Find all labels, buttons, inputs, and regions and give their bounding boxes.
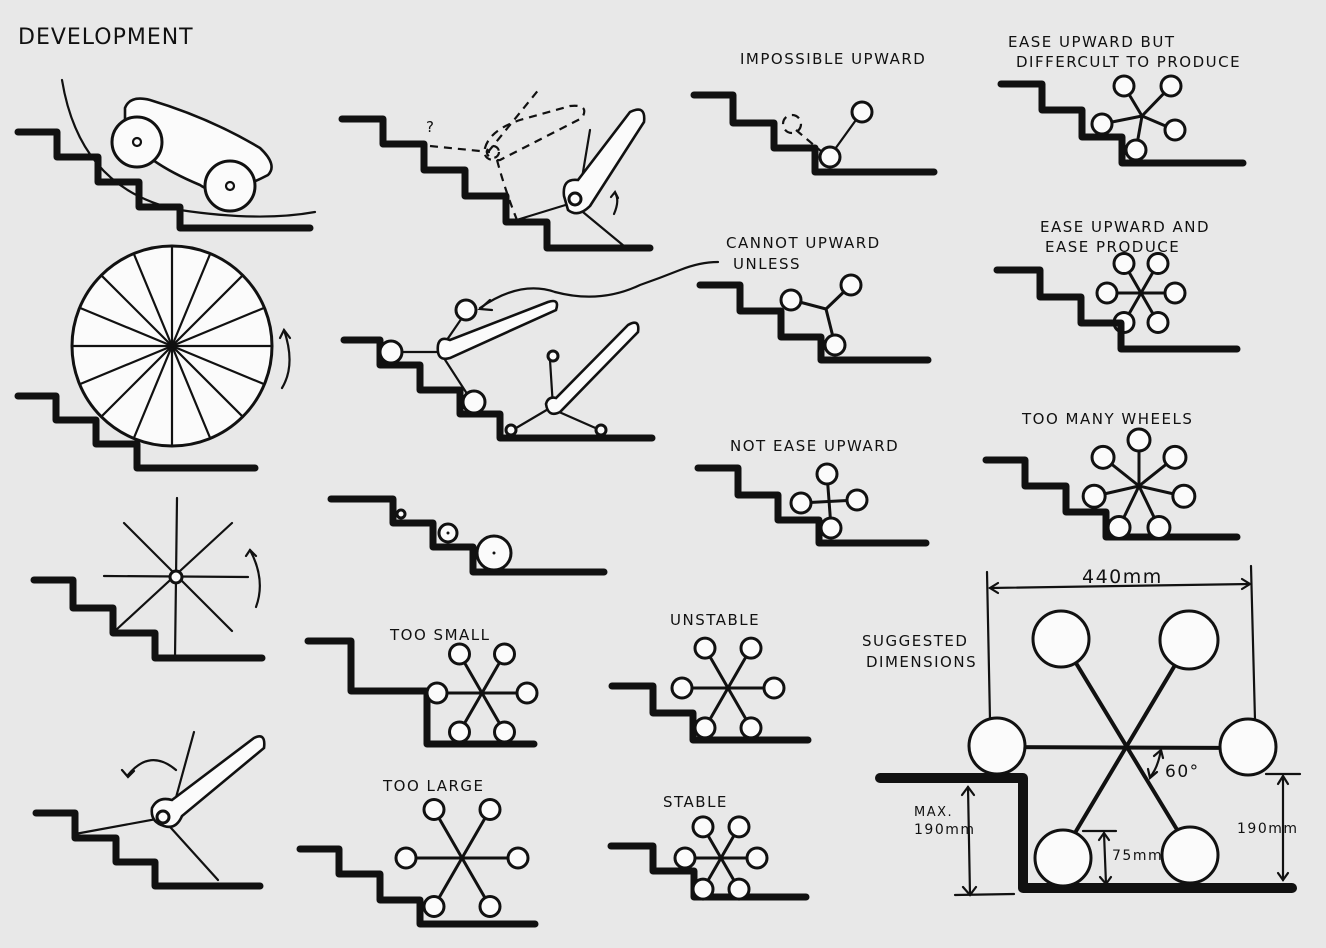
- sketch-cannot-upward: CANNOT UPWARD UNLESS: [696, 234, 932, 364]
- wheel-spoke: [170, 274, 244, 348]
- wheel: [727, 815, 751, 839]
- wheel: [478, 798, 502, 822]
- wheel-spoke: [100, 344, 174, 418]
- dimension-height: 190mm: [1237, 821, 1299, 837]
- wheel: [478, 894, 502, 918]
- wheel: [1095, 281, 1119, 305]
- sketch-wheel-sizes: [327, 495, 608, 576]
- wheel: [448, 720, 471, 744]
- sketch-stable: STABLE: [607, 793, 810, 901]
- dimension-max-step: 190mm: [914, 822, 976, 838]
- wheel: [745, 846, 769, 870]
- wheel: [739, 716, 763, 740]
- wheel-spoke: [78, 344, 174, 386]
- wheel: [422, 798, 446, 822]
- sketch-lever-handle: [32, 730, 266, 890]
- wheel: [1171, 483, 1197, 509]
- sketch-ease-but-difficult: EASE UPWARD BUT DIFFERCULT TO PRODUCE: [997, 33, 1247, 167]
- wheel: [691, 815, 715, 839]
- wheel-spoke: [100, 274, 174, 348]
- wheel: [693, 716, 717, 740]
- sketch-ease-and-ease: EASE UPWARD AND EASE PRODUCE: [993, 218, 1241, 353]
- sketch-star-spokes: [30, 496, 266, 662]
- sketch-handcart-question: ?: [338, 87, 654, 252]
- dimension-max-label: MAX.: [914, 805, 953, 820]
- wheel: [493, 642, 516, 666]
- dimension-angle: 60°: [1165, 762, 1200, 782]
- wheel: [727, 877, 751, 901]
- label-unstable: UNSTABLE: [670, 611, 760, 629]
- wheel: [762, 676, 786, 700]
- wheel: [1146, 252, 1170, 276]
- label-cannot-upward-2: UNLESS: [733, 255, 801, 273]
- sketch-unstable: UNSTABLE: [608, 611, 812, 744]
- sketch-too-large: TOO LARGE: [296, 777, 539, 928]
- page-title: DEVELOPMENT: [18, 25, 194, 50]
- label-stable: STABLE: [663, 793, 728, 811]
- wheel-spoke: [170, 344, 266, 386]
- wheel: [422, 894, 446, 918]
- wheel: [1146, 514, 1172, 540]
- wheel-spoke: [170, 306, 266, 348]
- sketch-suggested-dimensions: SUGGESTED DIMENSIONS 440mm 60° MAX. 190m…: [862, 564, 1302, 897]
- sketch-handcart-three-wheels: [340, 260, 720, 442]
- wheel: [1162, 444, 1188, 470]
- wheel: [691, 877, 715, 901]
- wheel: [506, 846, 530, 870]
- wheel: [493, 720, 516, 744]
- dimension-clearance: 75mm: [1112, 848, 1163, 864]
- label-ease-and-ease-2: EASE PRODUCE: [1045, 238, 1180, 256]
- label-ease-but-difficult-1: EASE UPWARD BUT: [1008, 33, 1175, 51]
- label-too-many-wheels: TOO MANY WHEELS: [1021, 410, 1193, 428]
- label-ease-and-ease-1: EASE UPWARD AND: [1040, 218, 1210, 236]
- wheel-spoke: [170, 252, 212, 348]
- wheel: [1106, 514, 1132, 540]
- sketch-not-ease-upward: NOT EASE UPWARD: [694, 437, 930, 547]
- wheel: [693, 636, 717, 660]
- wheel: [1163, 281, 1187, 305]
- wheel: [425, 681, 449, 705]
- label-ease-but-difficult-2: DIFFERCULT TO PRODUCE: [1016, 53, 1241, 71]
- sketch-tracked-vehicle: [14, 78, 317, 232]
- sketch-large-wheel: [14, 244, 292, 472]
- wheel-spoke: [170, 344, 244, 418]
- label-suggested-1: SUGGESTED: [862, 632, 968, 650]
- wheel: [670, 676, 694, 700]
- wheel-spoke: [132, 344, 174, 440]
- label-too-large: TOO LARGE: [382, 777, 485, 795]
- wheel: [1081, 483, 1107, 509]
- label-impossible-upward: IMPOSSIBLE UPWARD: [740, 50, 926, 68]
- wheel: [673, 846, 697, 870]
- dimension-width: 440mm: [1082, 566, 1163, 588]
- wheel: [394, 846, 418, 870]
- wheel-spoke: [170, 344, 212, 440]
- wheel: [739, 636, 763, 660]
- label-suggested-2: DIMENSIONS: [866, 653, 977, 671]
- sketch-too-many-wheels: TOO MANY WHEELS: [982, 410, 1241, 541]
- wheel: [1146, 310, 1170, 334]
- label-cannot-upward-1: CANNOT UPWARD: [726, 234, 881, 252]
- wheel: [1112, 252, 1136, 276]
- sketch-too-small: TOO SMALL: [304, 626, 539, 748]
- wheel: [1090, 444, 1116, 470]
- wheel: [515, 681, 539, 705]
- wheel-spoke: [78, 306, 174, 348]
- label-not-ease-upward: NOT EASE UPWARD: [730, 437, 899, 455]
- question-mark: ?: [426, 118, 435, 136]
- wheel-spoke: [132, 252, 174, 348]
- sketch-impossible-upward: IMPOSSIBLE UPWARD: [690, 50, 938, 176]
- wheel: [1126, 427, 1152, 453]
- label-too-small: TOO SMALL: [389, 626, 490, 644]
- wheel: [448, 642, 471, 666]
